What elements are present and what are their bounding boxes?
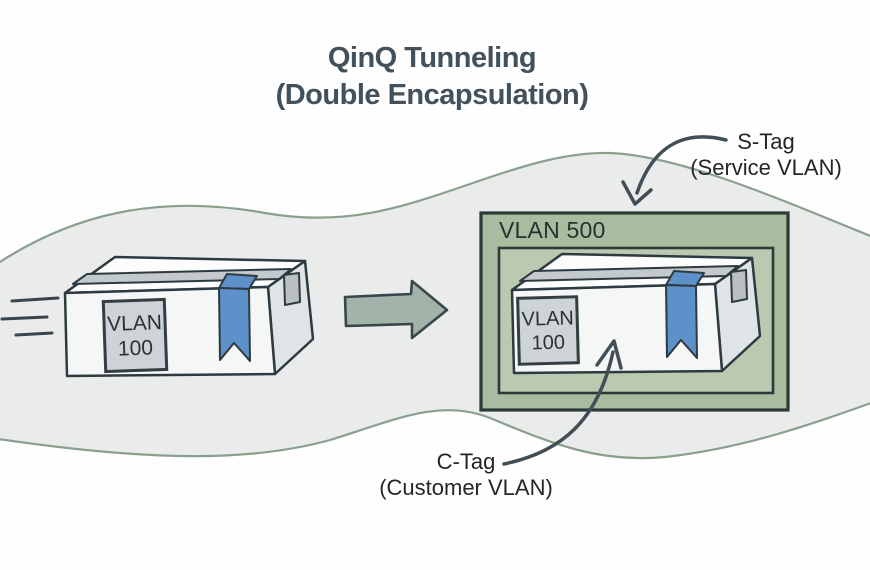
diagram-title-line1: QinQ Tunneling [327, 42, 537, 74]
customer-vlan-label-left-line1: VLAN [106, 310, 163, 336]
customer-vlan-label-left-line2: 100 [117, 335, 154, 361]
customer-vlan-label-left: VLAN 100 [101, 297, 169, 374]
s-tag-annotation: S-Tag (Service VLAN) [666, 129, 866, 181]
c-tag-arrow-icon [502, 339, 623, 466]
c-tag-annotation: C-Tag (Customer VLAN) [366, 449, 566, 501]
speed-lines-icon [0, 296, 60, 337]
c-tag-annotation-line2: (Customer VLAN) [379, 475, 553, 500]
s-tag-annotation-line1: S-Tag [737, 129, 795, 154]
customer-vlan-label-inner-line1: VLAN [521, 306, 575, 331]
s-tag-annotation-line2: (Service VLAN) [690, 155, 842, 180]
diagram-title-line2: (Double Encapsulation) [275, 79, 589, 111]
c-tag-annotation-line1: C-Tag [436, 449, 496, 474]
customer-vlan-label-inner: VLAN 100 [516, 295, 580, 366]
service-vlan-label: VLAN 500 [499, 217, 606, 243]
s-tag-arrow-icon [621, 135, 728, 206]
customer-vlan-label-inner-line2: 100 [531, 331, 566, 354]
flow-arrow-icon [343, 279, 449, 340]
diagram-title: QinQ Tunneling (Double Encapsulation) [132, 40, 732, 114]
